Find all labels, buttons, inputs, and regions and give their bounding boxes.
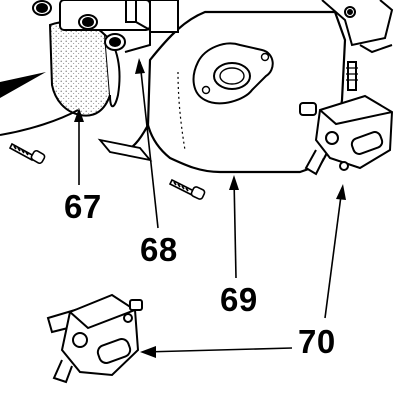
leader-70-upper <box>324 184 346 319</box>
callout-69: 69 <box>220 281 258 318</box>
callout-70: 70 <box>298 323 336 360</box>
top-right-bracket <box>321 0 394 54</box>
oil-pump-upper <box>299 61 394 176</box>
leader-68 <box>135 58 159 229</box>
housing-body <box>121 10 347 174</box>
oil-pump-lower <box>46 293 143 384</box>
callout-68: 68 <box>140 231 178 268</box>
flange-gasket <box>192 42 274 105</box>
screw-left <box>8 142 46 165</box>
mounting-bracket <box>97 138 153 162</box>
coil-nozzles <box>32 0 126 51</box>
leader-70-lower <box>140 346 293 358</box>
screw-right <box>168 178 206 200</box>
coil-assembly <box>32 0 179 53</box>
leader-67 <box>74 108 84 185</box>
leader-lines <box>74 58 346 358</box>
left-arrow <box>0 72 79 136</box>
callout-67: 67 <box>64 188 102 225</box>
leader-69 <box>229 175 239 279</box>
